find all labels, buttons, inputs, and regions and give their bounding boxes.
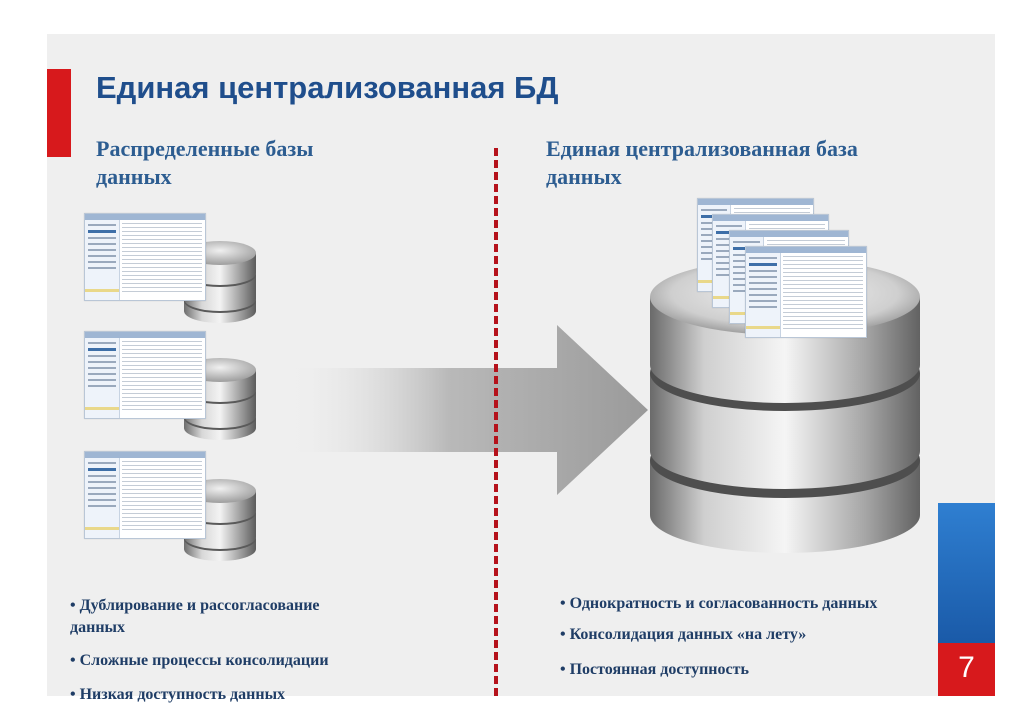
left-bullet-3: • Низкая доступность данных [70,686,286,703]
database-icon [184,241,256,323]
left-bullet-1-cont: данных [70,619,126,636]
right-bullet-2: • Консолидация данных «на лету» [560,626,807,643]
application-window-icon [84,213,206,301]
right-bullet-1: • Однократность и согласованность данных [560,595,878,612]
left-heading-line-2: данных [96,164,172,189]
page-number: 7 [938,643,995,696]
application-window-icon [84,331,206,419]
right-heading-line-1: Единая централизованная база [546,136,858,161]
title-accent-mark [47,69,71,157]
left-bullet-1: • Дублирование и рассогласование [70,597,320,614]
dashed-divider [494,148,498,696]
application-window-icon [745,246,867,338]
right-bullet-3: • Постоянная доступность [560,661,749,678]
application-window-icon [84,451,206,539]
side-accent-bar [938,503,995,643]
right-heading-line-2: данных [546,164,622,189]
left-heading: Распределенные базы данных [96,135,313,191]
slide-title: Единая централизованная БД [96,70,559,105]
left-heading-line-1: Распределенные базы [96,136,314,161]
left-bullet-2: • Сложные процессы консолидации [70,652,329,669]
right-bullets: • Однократность и согласованность данных… [560,590,938,690]
right-heading: Единая централизованная база данных [546,135,858,191]
